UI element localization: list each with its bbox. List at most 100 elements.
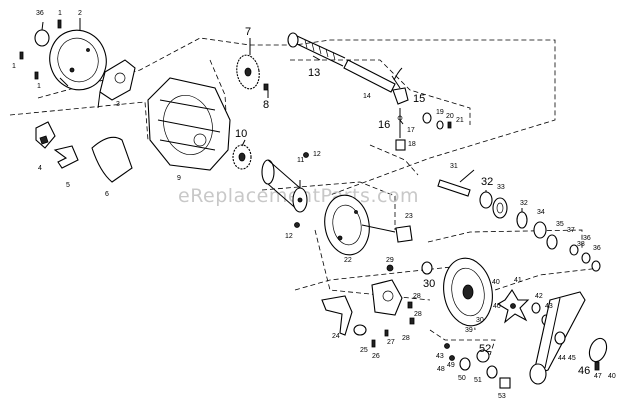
callout-26: 26 — [372, 353, 380, 360]
callout-42: 42 — [535, 293, 543, 300]
part-main-gear — [236, 54, 260, 90]
callout-labels: 36 1 2 1 1 3 4 5 6 9 7 8 10 11 12 12 13 … — [12, 10, 616, 400]
part-nut-44 — [554, 331, 566, 345]
callout-36c: 36 — [593, 245, 601, 252]
part-star-drag — [496, 288, 530, 324]
callout-37: 37 — [567, 227, 575, 234]
part-line-guide-pawl — [392, 67, 409, 105]
callout-10: 10 — [235, 128, 247, 140]
callout-12b: 12 — [285, 233, 293, 240]
callout-30b: 30 — [476, 317, 484, 324]
part-drive-shaft — [437, 179, 601, 272]
callout-33: 33 — [497, 184, 505, 191]
callout-39: 39 — [465, 327, 473, 334]
part-handle-knob — [588, 337, 608, 371]
part-screw-27 — [384, 329, 389, 337]
part-washer — [34, 29, 50, 47]
callout-30a: 30 — [423, 278, 435, 290]
callout-43b: 43 — [436, 353, 444, 360]
callout-41: 41 — [514, 277, 522, 284]
part-pinion-gear — [232, 144, 252, 170]
part-lever — [321, 295, 353, 336]
callout-16: 16 — [378, 119, 390, 131]
callout-45: 45 — [568, 355, 576, 362]
callout-1c: 1 — [37, 83, 41, 90]
callout-32a: 32 — [481, 176, 493, 188]
callout-51: 51 — [474, 377, 482, 384]
callout-36a: 36 — [36, 10, 44, 17]
part-bushing-25 — [353, 324, 367, 336]
part-bearing-23 — [395, 225, 413, 243]
callout-14: 14 — [363, 93, 371, 100]
leader-lines — [41, 18, 523, 212]
part-main-frame — [147, 77, 231, 171]
callout-19: 19 — [436, 109, 444, 116]
callout-29: 29 — [386, 257, 394, 264]
part-gear-cluster — [371, 264, 415, 325]
part-tube — [343, 59, 396, 93]
callout-35: 35 — [556, 221, 564, 228]
part-bridge — [97, 59, 136, 109]
callout-40a: 40 — [492, 279, 500, 286]
callout-23: 23 — [405, 213, 413, 220]
callout-1b: 1 — [12, 63, 16, 70]
callout-47: 47 — [594, 373, 602, 380]
part-pawl-pin — [395, 108, 406, 151]
callout-18: 18 — [408, 141, 416, 148]
callout-48: 48 — [437, 366, 445, 373]
part-worm-shaft — [287, 32, 346, 67]
callout-24: 24 — [332, 333, 340, 340]
callout-52: 52 — [479, 343, 491, 355]
callout-53: 53 — [498, 393, 506, 400]
part-handle-side-cover — [443, 257, 493, 327]
callout-1a: 1 — [58, 10, 62, 17]
part-click — [35, 121, 56, 149]
part-knob-40 — [529, 363, 547, 385]
callout-49: 49 — [447, 362, 455, 369]
part-gear-30 — [421, 261, 433, 275]
part-spring-clip — [53, 145, 79, 169]
part-bearing-stack — [444, 343, 511, 389]
part-screws — [19, 19, 62, 80]
part-side-plate — [49, 29, 107, 91]
part-nuts-12 — [294, 152, 309, 228]
callout-7: 7 — [245, 26, 251, 38]
callout-8: 8 — [263, 99, 269, 111]
part-screw-8 — [263, 83, 269, 91]
callout-28a: 28 — [413, 293, 421, 300]
callout-40b: 40 — [493, 303, 501, 310]
part-right-side-plate — [324, 194, 396, 256]
callout-46: 46 — [578, 365, 590, 377]
callout-3: 3 — [116, 101, 120, 108]
callout-13: 13 — [308, 67, 320, 79]
callout-15: 15 — [413, 93, 425, 105]
callout-28b: 28 — [414, 311, 422, 318]
callout-21: 21 — [456, 117, 464, 124]
callout-31: 31 — [450, 163, 458, 170]
part-screw-26 — [371, 339, 376, 348]
callout-36b: 36 — [583, 235, 591, 242]
callout-32b: 32 — [520, 200, 528, 207]
part-spool — [261, 159, 308, 213]
callout-12a: 12 — [313, 151, 321, 158]
callout-34: 34 — [537, 209, 545, 216]
callout-11: 11 — [297, 157, 304, 164]
callout-43a: 43 — [545, 303, 553, 310]
callout-44: 44 — [558, 355, 566, 362]
callout-28c: 28 — [402, 335, 410, 342]
part-thumb-bar — [91, 136, 133, 183]
callout-20: 20 — [446, 113, 454, 120]
callout-4: 4 — [38, 165, 42, 172]
callout-9: 9 — [177, 175, 181, 182]
callout-2: 2 — [78, 10, 82, 17]
callout-50: 50 — [458, 375, 466, 382]
callout-6: 6 — [105, 191, 109, 198]
callout-27: 27 — [387, 339, 395, 346]
callout-17: 17 — [407, 127, 415, 134]
callout-25: 25 — [360, 347, 368, 354]
callout-22: 22 — [344, 257, 352, 264]
callout-5: 5 — [66, 182, 70, 189]
part-pawl-cap — [422, 112, 452, 130]
